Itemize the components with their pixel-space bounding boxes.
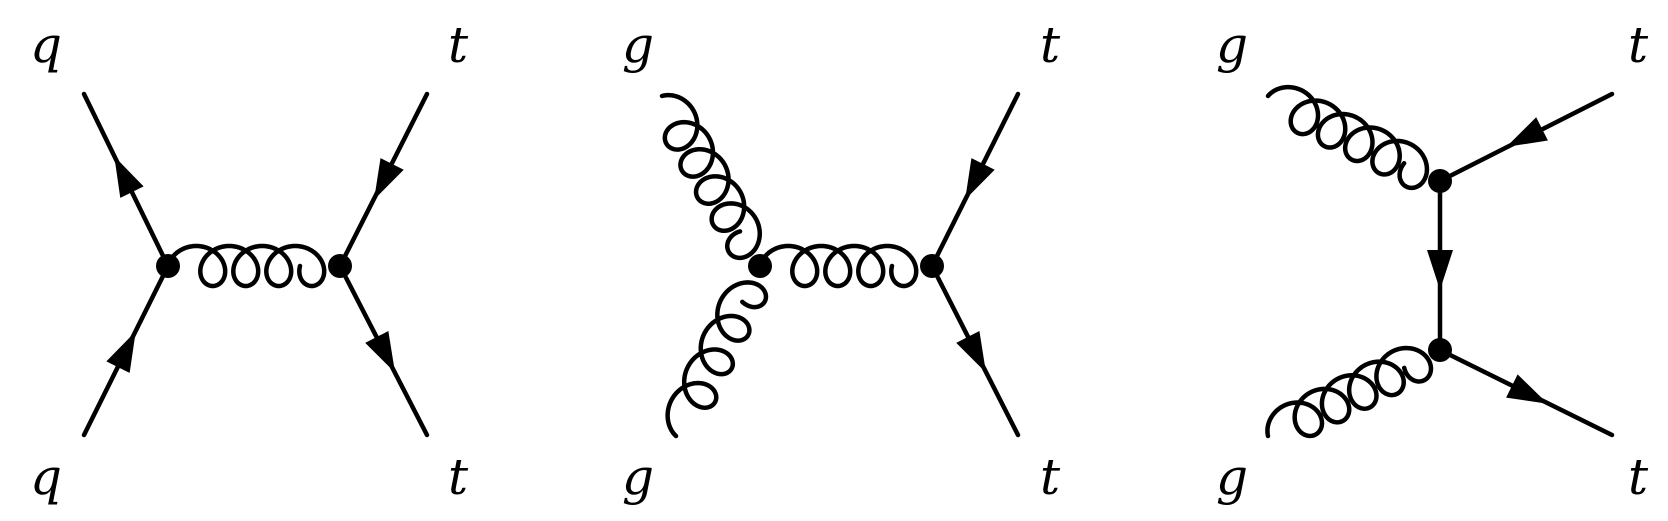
label-top-left: q (30, 16, 62, 74)
gluon-propagator (757, 243, 919, 289)
fermion-line-outgoing-top (81, 91, 171, 269)
label-bottom-left: q (30, 448, 62, 506)
fermion-line-outgoing-bottom-right (929, 263, 1021, 438)
fermion-line-incoming-bottom (81, 263, 171, 438)
arrow-icon (114, 156, 144, 198)
fermion-line-outgoing-bottom-right (337, 263, 430, 438)
fermion-propagator-vertical (1427, 178, 1453, 353)
vertex-dot (748, 254, 772, 278)
label-top-left: g (1216, 16, 1248, 74)
gluon-incoming-bottom (665, 280, 769, 439)
arrow-icon (965, 158, 995, 200)
label-top-right: t (448, 16, 469, 74)
arrow-icon (374, 158, 404, 200)
gluon-incoming-top (1265, 84, 1430, 191)
label-bottom-right: t (1040, 448, 1061, 506)
label-bottom-left: g (622, 448, 654, 506)
fermion-line-incoming-top-right (1437, 91, 1615, 184)
label-top-right: t (1040, 16, 1061, 74)
arrow-icon (106, 331, 136, 373)
vertex-dot (920, 254, 944, 278)
label-bottom-right: t (448, 448, 469, 506)
fermion-line-outgoing-bottom-right (1437, 347, 1615, 438)
vertex-dot (156, 254, 180, 278)
fermion-line-incoming-top-right (337, 91, 430, 269)
label-top-right: t (1628, 16, 1649, 74)
diagram-gg-t-channel: g g t t (1216, 16, 1649, 506)
arrow-icon (1506, 117, 1548, 147)
diagram-qq-annihilation: q q t t (30, 16, 469, 506)
arrow-icon (1427, 250, 1453, 290)
vertex-dot (328, 254, 352, 278)
gluon-incoming-bottom (1265, 345, 1434, 439)
label-bottom-right: t (1628, 448, 1649, 506)
gluon-propagator (165, 243, 327, 289)
label-bottom-left: g (1216, 448, 1248, 506)
diagram-gg-s-channel: g g t t (622, 16, 1061, 506)
gluon-incoming-top (659, 92, 763, 261)
fermion-line-incoming-top-right (929, 91, 1021, 269)
label-top-left: g (622, 16, 654, 74)
vertex-dot (1428, 338, 1452, 362)
arrow-icon (956, 331, 986, 373)
arrow-icon (1506, 374, 1548, 404)
vertex-dot (1428, 169, 1452, 193)
arrow-icon (365, 331, 396, 373)
